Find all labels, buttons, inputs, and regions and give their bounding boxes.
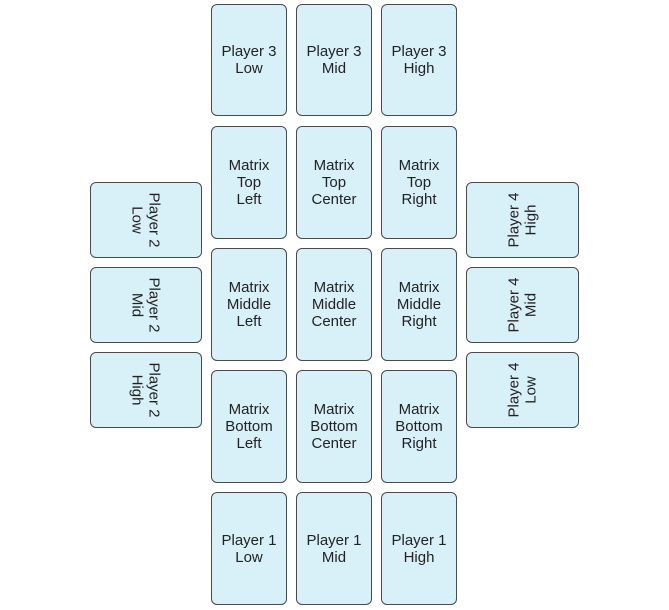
matrix-top-left-card: Matrix Top Left bbox=[211, 126, 287, 239]
matrix-top-right-card: Matrix Top Right bbox=[381, 126, 457, 239]
player2-low-card: Player 2 Low bbox=[90, 182, 202, 258]
player2-mid-label: Player 2 Mid bbox=[129, 277, 163, 333]
matrix-middle-right-label: Matrix Middle Right bbox=[396, 279, 442, 330]
player4-mid-card: Player 4 Mid bbox=[466, 267, 579, 343]
player4-low-label: Player 4 Low bbox=[505, 362, 540, 418]
player3-high-label: Player 3 High bbox=[391, 43, 447, 77]
player2-low-label: Player 2 Low bbox=[129, 192, 163, 248]
player1-mid-label: Player 1 Mid bbox=[306, 531, 362, 566]
matrix-bottom-right-label: Matrix Bottom Right bbox=[395, 401, 443, 452]
player3-mid-label: Player 3 Mid bbox=[306, 43, 362, 77]
matrix-top-center-label: Matrix Top Center bbox=[311, 157, 357, 208]
player3-high-card: Player 3 High bbox=[381, 4, 457, 116]
matrix-middle-left-label: Matrix Middle Left bbox=[226, 279, 272, 330]
matrix-bottom-right-card: Matrix Bottom Right bbox=[381, 370, 457, 483]
player2-high-label: Player 2 High bbox=[129, 362, 163, 418]
matrix-top-center-card: Matrix Top Center bbox=[296, 126, 372, 239]
player4-mid-label: Player 4 Mid bbox=[505, 277, 540, 333]
matrix-middle-right-card: Matrix Middle Right bbox=[381, 248, 457, 361]
player1-low-label: Player 1 Low bbox=[221, 531, 277, 566]
matrix-top-right-label: Matrix Top Right bbox=[398, 157, 440, 208]
matrix-middle-left-card: Matrix Middle Left bbox=[211, 248, 287, 361]
matrix-middle-center-label: Matrix Middle Center bbox=[311, 279, 357, 330]
matrix-top-left-label: Matrix Top Left bbox=[228, 157, 270, 208]
player3-mid-card: Player 3 Mid bbox=[296, 4, 372, 116]
player3-low-label: Player 3 Low bbox=[221, 43, 277, 77]
player2-high-card: Player 2 High bbox=[90, 352, 202, 428]
matrix-middle-center-card: Matrix Middle Center bbox=[296, 248, 372, 361]
player3-low-card: Player 3 Low bbox=[211, 4, 287, 116]
matrix-bottom-left-label: Matrix Bottom Left bbox=[225, 401, 273, 452]
player2-mid-card: Player 2 Mid bbox=[90, 267, 202, 343]
matrix-bottom-left-card: Matrix Bottom Left bbox=[211, 370, 287, 483]
matrix-bottom-center-label: Matrix Bottom Center bbox=[310, 401, 358, 452]
player1-high-card: Player 1 High bbox=[381, 492, 457, 605]
player4-high-card: Player 4 High bbox=[466, 182, 579, 258]
player4-low-card: Player 4 Low bbox=[466, 352, 579, 428]
matrix-bottom-center-card: Matrix Bottom Center bbox=[296, 370, 372, 483]
player4-high-label: Player 4 High bbox=[505, 192, 540, 248]
player1-high-label: Player 1 High bbox=[391, 531, 447, 566]
player1-mid-card: Player 1 Mid bbox=[296, 492, 372, 605]
player1-low-card: Player 1 Low bbox=[211, 492, 287, 605]
